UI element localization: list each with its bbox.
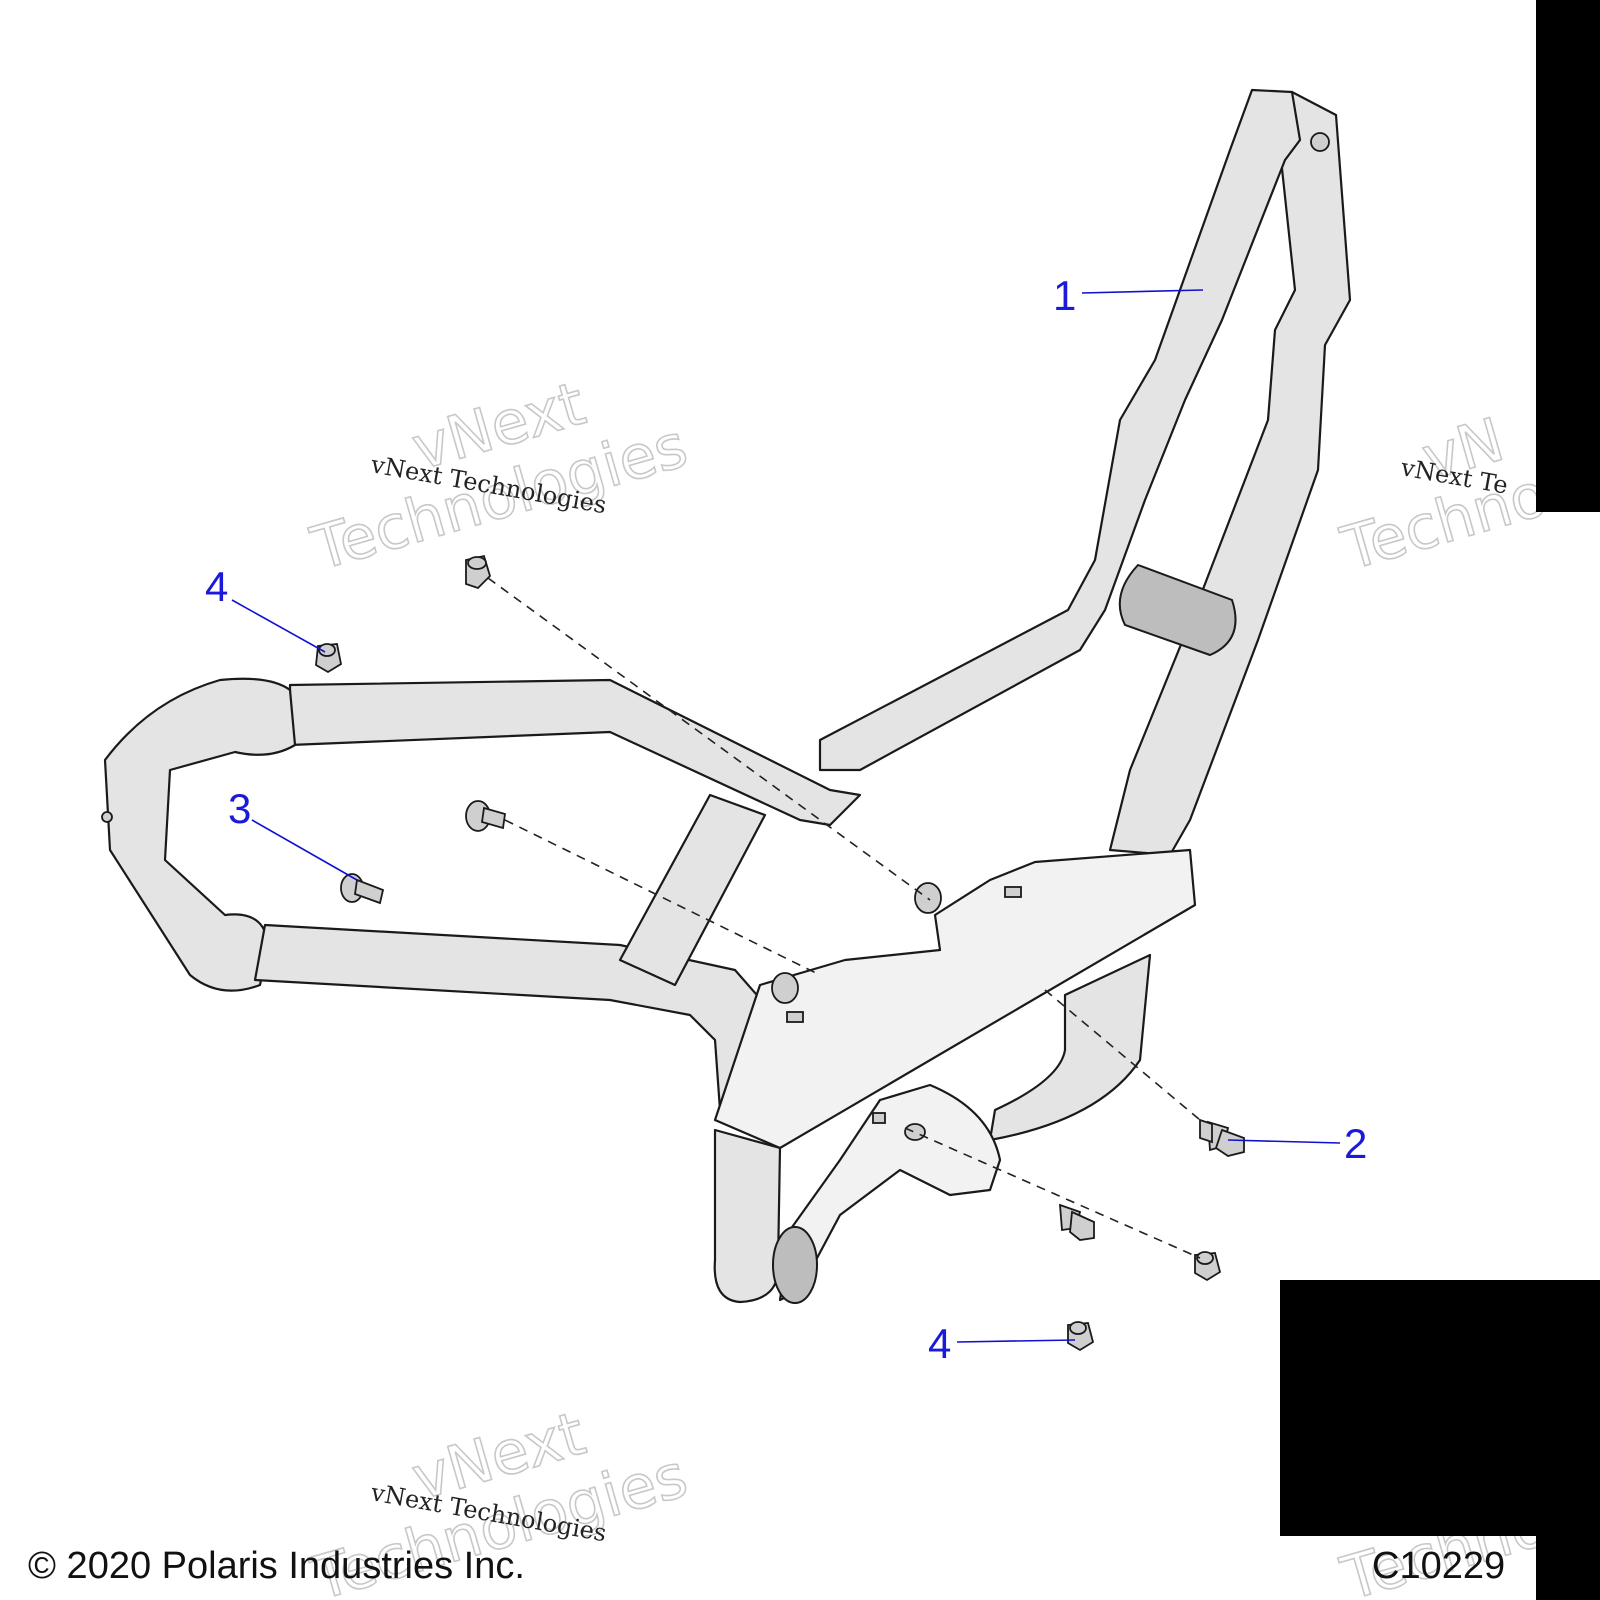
leader-line <box>1081 289 1204 294</box>
bumper-left-loop <box>103 677 297 992</box>
bolt <box>465 800 507 832</box>
copyright-text: © 2020 Polaris Industries Inc. <box>28 1545 525 1587</box>
callout-label: 2 <box>1344 1120 1367 1167</box>
figure-code: C10229 <box>1372 1545 1505 1587</box>
bumper-lower-right-tube <box>988 953 1152 1142</box>
assembly-line <box>504 819 821 976</box>
flange-nut <box>1194 1251 1222 1282</box>
bumper-left-brace <box>618 793 767 987</box>
leader-line <box>1227 1139 1341 1144</box>
redaction-box-top-right <box>1536 0 1600 512</box>
bolt <box>340 873 385 905</box>
leader-line <box>956 1339 1076 1343</box>
flange-nut <box>1067 1321 1095 1352</box>
leader-line <box>251 819 358 881</box>
assembly-line <box>1044 989 1201 1121</box>
leader-line <box>231 599 326 653</box>
tube-end-hole <box>1310 132 1330 152</box>
bracket-hole <box>904 1123 926 1141</box>
bumper-mount-plate <box>713 848 1197 1150</box>
flange-nut <box>465 554 492 590</box>
plate-slot <box>872 1112 886 1124</box>
assembly-lines <box>487 577 1201 1259</box>
watermark-top: vNext Technologies vNext Technologies <box>303 368 695 585</box>
bumper-right-cross-tube <box>1118 563 1237 657</box>
callout-label: 3 <box>228 785 251 832</box>
tube-end-hole <box>101 811 113 823</box>
callout-4-bottom: 4 <box>928 1320 1076 1367</box>
assembly-line <box>487 577 931 901</box>
bumper-right-rear-upright <box>1108 90 1352 857</box>
callout-label: 4 <box>205 563 228 610</box>
callout-label: 1 <box>1053 272 1076 319</box>
assembly-line <box>904 1127 1201 1259</box>
callout-4-top: 4 <box>205 563 326 653</box>
bumper-lower-loop <box>713 1128 782 1304</box>
bumper-top-left-rail <box>288 678 862 827</box>
plate-slot <box>786 1011 804 1023</box>
callout-1: 1 <box>1053 272 1204 319</box>
lower-mount-boss <box>772 1226 818 1304</box>
redaction-box-bottom-right <box>1280 1280 1600 1536</box>
callout-label: 4 <box>928 1320 951 1367</box>
plate-slot <box>1004 886 1022 898</box>
callout-3: 3 <box>228 785 358 881</box>
callout-2: 2 <box>1227 1120 1367 1167</box>
hardware <box>315 554 1245 1352</box>
bumper-lower-left-rail <box>253 923 777 1112</box>
front-bumper-assembly <box>101 88 1352 1304</box>
pivot-stub <box>771 972 799 1004</box>
flange-bolt <box>1058 1203 1095 1241</box>
redaction-box-footer <box>1536 1536 1600 1600</box>
bumper-right-front-upright <box>818 88 1302 772</box>
flange-bolt <box>1199 1118 1245 1157</box>
